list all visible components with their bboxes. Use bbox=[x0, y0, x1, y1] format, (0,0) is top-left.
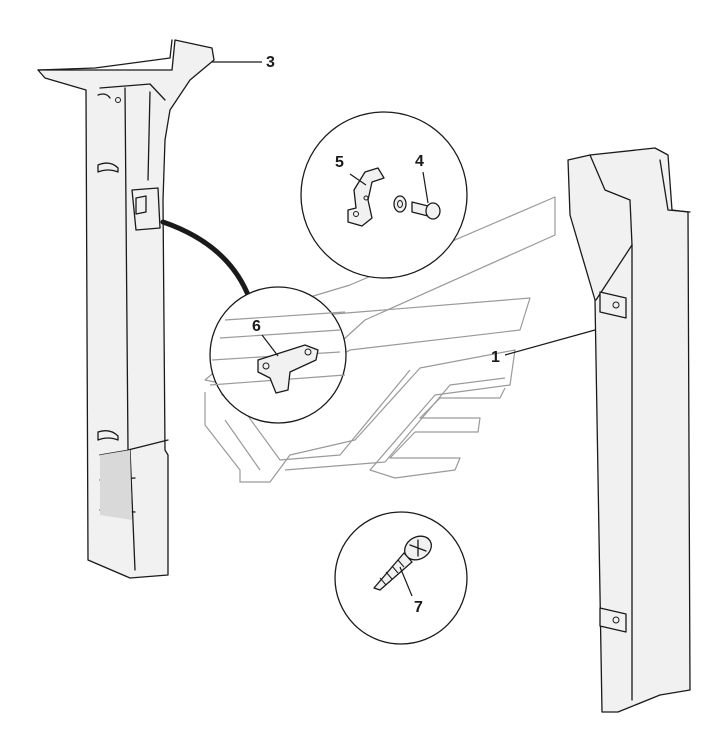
callout-1: 1 bbox=[491, 349, 500, 366]
callout-7: 7 bbox=[414, 599, 423, 616]
leader-lines bbox=[212, 61, 596, 597]
detail-pointer-6 bbox=[160, 219, 253, 303]
callout-4: 4 bbox=[415, 153, 424, 170]
detail-circle-4-5 bbox=[300, 111, 468, 279]
detail-circle-6 bbox=[209, 286, 347, 424]
right-pillar-cover bbox=[567, 147, 691, 713]
detail-circle-7 bbox=[334, 511, 468, 645]
left-pillar-cover bbox=[37, 39, 215, 579]
callout-5: 5 bbox=[335, 154, 344, 171]
callout-6: 6 bbox=[252, 318, 261, 335]
callout-3: 3 bbox=[266, 54, 275, 71]
